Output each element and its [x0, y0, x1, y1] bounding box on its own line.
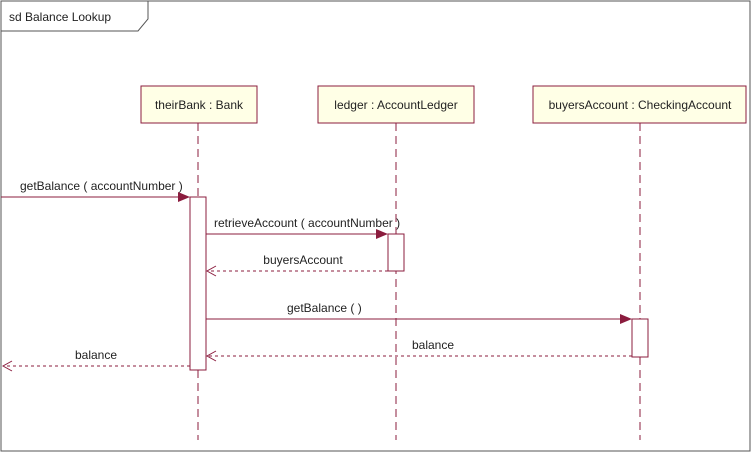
- message-retrieveaccount-arrowhead: [376, 229, 388, 239]
- activation-bank: [189, 196, 207, 371]
- message-getbalance-account-arrowhead: [620, 314, 632, 324]
- lifeline-ledger-box: [317, 85, 475, 124]
- activation-ledger: [387, 233, 405, 272]
- message-getbalance-account-label: getBalance ( ): [287, 301, 362, 315]
- lifeline-ledger-label: ledger : AccountLedger: [334, 98, 457, 112]
- message-retrieveaccount-label: retrieveAccount ( accountNumber ): [214, 216, 400, 230]
- message-getbalance-arrowhead: [178, 192, 190, 202]
- message-getbalance-label: getBalance ( accountNumber ): [20, 179, 183, 193]
- message-balance-account-label: balance: [412, 338, 454, 352]
- message-buyersaccount-label: buyersAccount: [263, 253, 343, 267]
- message-balance-account-arrowhead: [205, 350, 217, 362]
- message-buyersaccount-arrowhead: [205, 265, 217, 277]
- lifeline-account-label: buyersAccount : CheckingAccount: [549, 98, 732, 112]
- lifeline-account-box: [532, 85, 747, 124]
- lifeline-bank-label: theirBank : Bank: [155, 98, 244, 112]
- message-balance-caller-label: balance: [75, 348, 117, 362]
- activation-account: [631, 318, 649, 358]
- message-balance-caller-arrowhead: [1, 360, 13, 372]
- frame-title-tab: [0, 0, 149, 32]
- frame-title: sd Balance Lookup: [9, 10, 111, 24]
- lifeline-bank-box: [140, 85, 258, 124]
